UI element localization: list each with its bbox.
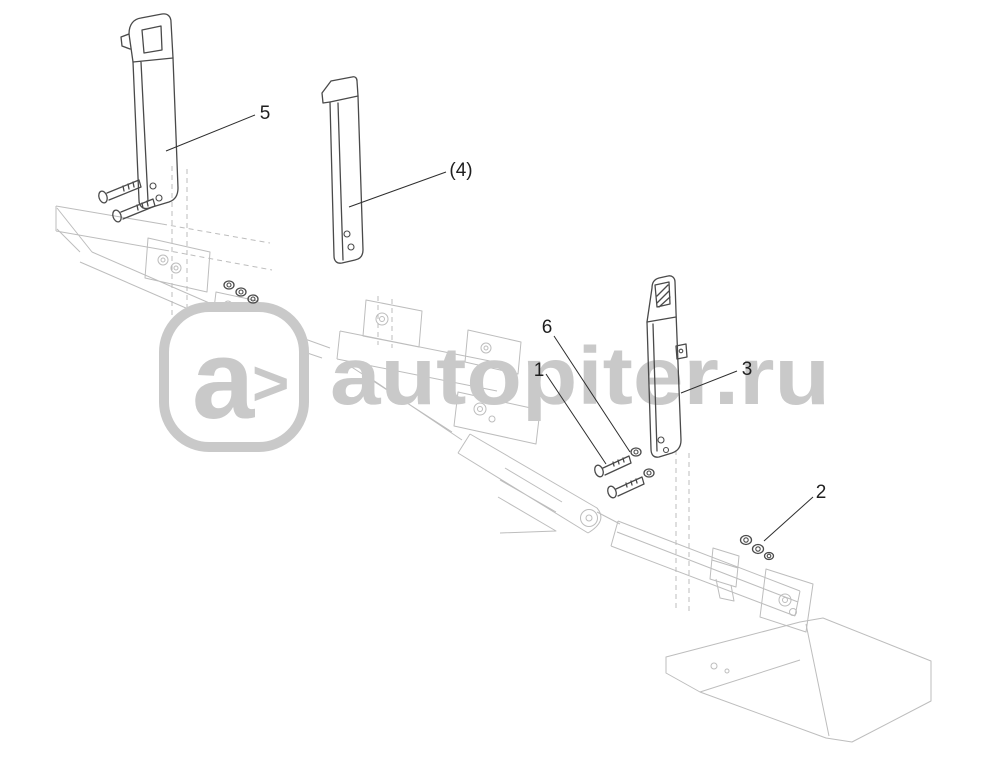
frame-middle-lines	[336, 299, 541, 445]
bolt-head	[98, 190, 108, 204]
frame-right-lines	[596, 511, 814, 633]
part-4-hole	[347, 243, 355, 251]
watermark: a > autopiter.ru	[159, 302, 830, 452]
bolt-shafts	[106, 179, 156, 220]
part-5-hole	[149, 182, 157, 190]
part-3-hook-bracket	[646, 275, 688, 458]
part-5-outline	[128, 13, 179, 210]
watermark-logo-squircle	[159, 302, 309, 452]
frame-bottom-plate	[665, 617, 932, 743]
callout-label-4: (4)	[449, 160, 472, 181]
washer	[643, 468, 655, 478]
callout-label-3: 3	[742, 359, 753, 380]
washer-hole	[633, 449, 639, 455]
part-4-details	[329, 95, 359, 261]
frame-hole	[488, 415, 496, 423]
frame-hole	[782, 597, 788, 603]
bolts-washers-center	[594, 447, 655, 499]
part-4-strap-bracket	[321, 76, 364, 264]
frame-pivot-hole	[580, 509, 598, 527]
washers-part-2	[739, 534, 775, 561]
part-4-hole	[343, 230, 351, 238]
callout-leader-lines	[165, 114, 814, 542]
washer	[751, 543, 765, 555]
frame-hole	[710, 662, 718, 670]
frame-hole	[170, 262, 182, 274]
callout-label-2: 2	[816, 482, 827, 503]
frame-middle-section	[336, 296, 541, 445]
frame-lower-arm	[457, 433, 602, 534]
nut-hole	[238, 289, 244, 295]
frame-hole	[477, 406, 483, 412]
frame-right-dashed-lines	[675, 450, 690, 615]
nut-hole	[226, 282, 232, 288]
part-3-outline	[646, 275, 682, 458]
frame-right-section	[596, 450, 814, 633]
frame-hole	[724, 668, 730, 674]
frame-hole	[789, 608, 797, 616]
frame-hole	[157, 254, 169, 266]
frame-hole	[483, 345, 489, 351]
frame-hole	[778, 593, 792, 607]
callout-label-6: 6	[542, 317, 553, 338]
washer	[763, 551, 775, 561]
bolt-shafts	[602, 455, 645, 497]
frame-hole	[379, 316, 385, 322]
frame-hole	[480, 342, 492, 354]
frame-left-dashed-lines	[161, 166, 273, 322]
frame-middle-dashed-lines	[377, 296, 393, 348]
watermark-logo-arrow: >	[252, 347, 289, 419]
watermark-logo-a: a	[192, 317, 255, 442]
callout-labels: 5 (4) 6 1 3 2	[260, 103, 827, 503]
part-5-hole	[155, 194, 163, 202]
washer-hole	[646, 470, 652, 476]
frame-pivot-hole	[585, 514, 593, 522]
nut	[247, 294, 259, 304]
bolt-head	[607, 485, 617, 499]
part-3-hole	[662, 446, 670, 454]
nuts-washers-left	[223, 280, 259, 304]
part-3-details	[646, 281, 688, 452]
bolts-for-part-5	[98, 179, 156, 223]
bolt-head	[594, 464, 604, 478]
washer-hole	[766, 553, 772, 559]
frame-hole	[375, 312, 389, 326]
washer-hole	[743, 537, 749, 543]
part-3-hole	[657, 436, 665, 444]
part-5-hook-bracket	[120, 13, 179, 210]
washer-hole	[755, 546, 761, 552]
washer	[739, 534, 753, 546]
frame-hole	[473, 402, 487, 416]
washer	[630, 447, 642, 457]
callout-label-5: 5	[260, 103, 271, 124]
callout-label-1: 1	[534, 360, 545, 381]
frame-plate-outline	[665, 617, 932, 743]
nut-hole	[250, 296, 256, 302]
part-4-outline	[321, 76, 364, 264]
nut	[235, 287, 247, 297]
nut	[223, 280, 235, 290]
part-3-tab-hole	[678, 348, 684, 354]
frame-arm-lines	[457, 433, 602, 534]
part-5-details	[120, 25, 174, 202]
bolt-head	[112, 209, 122, 223]
frame-hole	[160, 257, 166, 263]
frame-hole	[173, 265, 179, 271]
